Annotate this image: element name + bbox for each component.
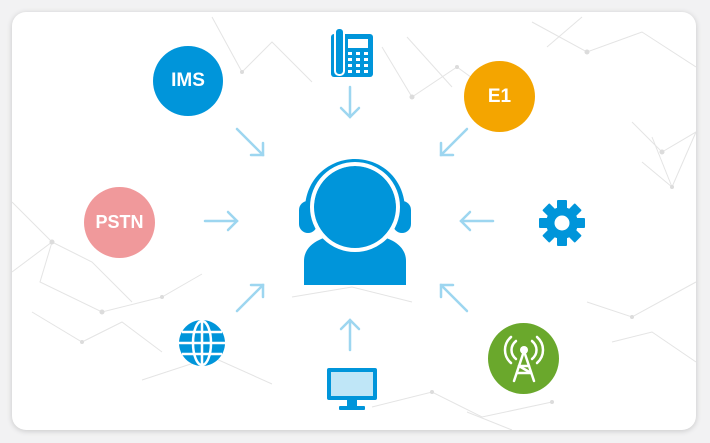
desk-phone-icon — [331, 27, 373, 77]
arrow-down-from-phone — [339, 85, 361, 119]
arrow-from-pstn — [203, 210, 239, 232]
pstn-node: PSTN — [84, 187, 155, 258]
antenna-icon — [503, 335, 544, 382]
monitor-icon — [327, 368, 377, 410]
ims-label: IMS — [171, 70, 205, 91]
gear-icon — [539, 200, 585, 246]
arrow-up-from-monitor — [339, 318, 361, 352]
globe-icon — [179, 319, 225, 367]
arrow-from-settings — [459, 210, 495, 232]
diagram-card: IMS E1 PSTN — [12, 12, 696, 430]
arrow-from-antenna — [439, 283, 469, 313]
arrow-from-ims — [235, 127, 265, 157]
pstn-label: PSTN — [95, 212, 144, 232]
headset-agent-icon — [299, 159, 411, 285]
antenna-node — [488, 323, 559, 394]
arrow-from-globe — [235, 283, 265, 313]
e1-label: E1 — [487, 85, 512, 107]
arrow-from-e1 — [439, 127, 469, 157]
e1-node: E1 — [464, 61, 535, 132]
ims-node: IMS — [153, 46, 223, 116]
